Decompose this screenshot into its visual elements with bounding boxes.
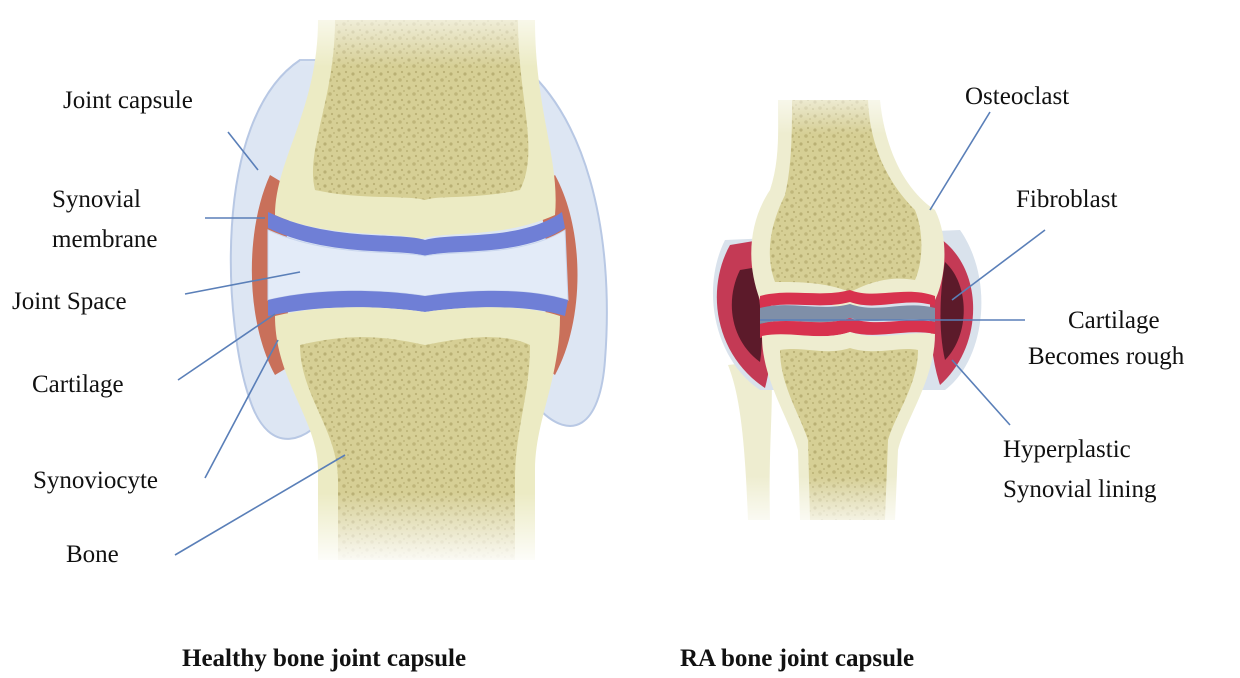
caption-ra: RA bone joint capsule — [680, 645, 914, 673]
label-synoviocyte: Synoviocyte — [33, 466, 158, 496]
healthy-joint — [231, 0, 607, 560]
label-bone: Bone — [66, 540, 119, 570]
ra-shaft-fade — [720, 80, 1000, 530]
healthy-shaft-fade — [300, 0, 560, 560]
label-hyperplastic-line1: Hyperplastic — [1003, 435, 1131, 465]
ra-joint — [713, 80, 1000, 530]
label-synovial-membrane-line1: Synovial — [52, 185, 141, 215]
label-hyperplastic-line2: Synovial lining — [1003, 475, 1156, 505]
label-joint-capsule: Joint capsule — [63, 86, 193, 116]
label-osteoclast: Osteoclast — [965, 82, 1069, 112]
label-synovial-membrane-line2: membrane — [52, 225, 158, 255]
label-cartilage-rough-line2: Becomes rough — [1028, 342, 1184, 372]
label-fibroblast: Fibroblast — [1016, 185, 1117, 215]
label-cartilage-rough-line1: Cartilage — [1068, 306, 1160, 336]
label-joint-space: Joint Space — [12, 287, 127, 317]
caption-healthy: Healthy bone joint capsule — [182, 645, 466, 673]
label-cartilage: Cartilage — [32, 370, 124, 400]
